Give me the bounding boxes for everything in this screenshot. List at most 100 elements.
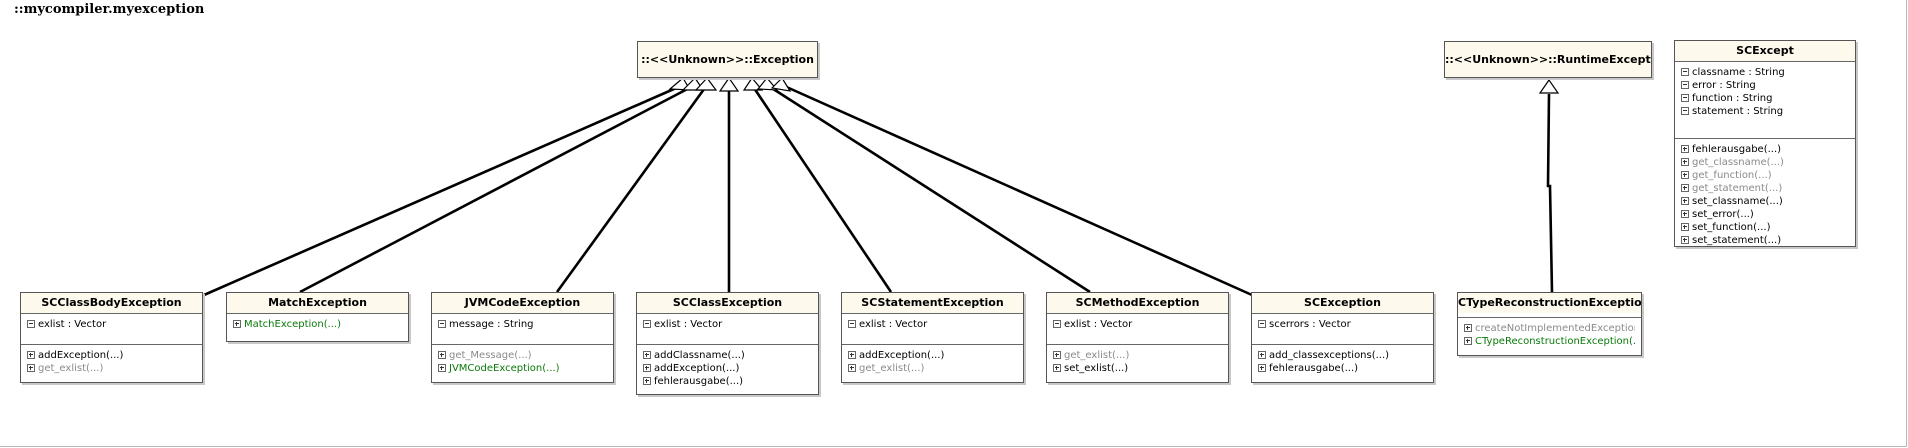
method-row: set_classname(...) [1681, 195, 1849, 208]
plus-toggle-icon[interactable] [1464, 324, 1472, 332]
plus-toggle-icon[interactable] [1681, 197, 1689, 205]
plus-toggle-icon[interactable] [848, 351, 856, 359]
plus-toggle-icon[interactable] [1681, 158, 1689, 166]
attributes-section: scerrors : Vector [1252, 313, 1433, 344]
method-row: get_classname(...) [1681, 156, 1849, 169]
minus-toggle-icon[interactable] [1681, 68, 1689, 76]
class-name: ::<<Unknown>>::RuntimeException [1445, 42, 1651, 77]
minus-toggle-icon[interactable] [1681, 94, 1689, 102]
plus-toggle-icon[interactable] [438, 351, 446, 359]
plus-toggle-icon[interactable] [1464, 337, 1472, 345]
method-row: MatchException(...) [233, 318, 402, 331]
plus-toggle-icon[interactable] [643, 351, 651, 359]
attributes-section: classname : String error : String functi… [1675, 61, 1855, 138]
class-name: SCException [1252, 293, 1433, 313]
plus-toggle-icon[interactable] [643, 364, 651, 372]
plus-toggle-icon[interactable] [1681, 171, 1689, 179]
attribute-row: exlist : Vector [848, 318, 1017, 331]
plus-toggle-icon[interactable] [1258, 364, 1266, 372]
method-row: fehlerausgabe(...) [1681, 143, 1849, 156]
class-scexception[interactable]: SCException scerrors : Vector add_classe… [1251, 292, 1434, 383]
attributes-section: exlist : Vector [1047, 313, 1228, 344]
attribute-row: error : String [1681, 79, 1849, 92]
plus-toggle-icon[interactable] [1258, 351, 1266, 359]
method-row: get_function(...) [1681, 169, 1849, 182]
method-row: fehlerausgabe(...) [1258, 362, 1427, 375]
plus-toggle-icon[interactable] [438, 364, 446, 372]
class-scexcept[interactable]: SCExcept classname : String error : Stri… [1674, 40, 1856, 247]
arrowhead-scexception [770, 77, 792, 92]
minus-toggle-icon[interactable] [643, 320, 651, 328]
class-exception[interactable]: ::<<Unknown>>::Exception [637, 41, 818, 78]
plus-toggle-icon[interactable] [1053, 351, 1061, 359]
attribute-row: statement : String [1681, 105, 1849, 118]
methods-section: createNotImplementedException(...) CType… [1458, 317, 1641, 352]
edge-scmethod-exception [766, 83, 1091, 294]
class-scclassexception[interactable]: SCClassException exlist : Vector addClas… [636, 292, 819, 395]
method-row: createNotImplementedException(...) [1464, 322, 1635, 335]
plus-toggle-icon[interactable] [1681, 145, 1689, 153]
arrowhead-scstatement [742, 76, 764, 91]
method-row: set_error(...) [1681, 208, 1849, 221]
plus-toggle-icon[interactable] [233, 320, 241, 328]
plus-toggle-icon[interactable] [1681, 210, 1689, 218]
class-name: SCStatementException [842, 293, 1023, 313]
method-row: get_exlist(...) [27, 362, 196, 375]
minus-toggle-icon[interactable] [27, 320, 35, 328]
class-scmethodexception[interactable]: SCMethodException exlist : Vector get_ex… [1046, 292, 1229, 383]
minus-toggle-icon[interactable] [438, 320, 446, 328]
class-name: SCClassException [637, 293, 818, 313]
minus-toggle-icon[interactable] [848, 320, 856, 328]
class-name: SCClassBodyException [21, 293, 202, 313]
methods-section: add_classexceptions(...) fehlerausgabe(.… [1252, 344, 1433, 379]
class-matchexception[interactable]: MatchException MatchException(...) [226, 292, 409, 342]
method-row: addException(...) [848, 349, 1017, 362]
class-scclassbodyexception[interactable]: SCClassBodyException exlist : Vector add… [20, 292, 203, 383]
plus-toggle-icon[interactable] [27, 364, 35, 372]
plus-toggle-icon[interactable] [1681, 223, 1689, 231]
attribute-row: exlist : Vector [1053, 318, 1222, 331]
class-name: ::<<Unknown>>::Exception [638, 42, 817, 77]
methods-section: get_Message(...) JVMCodeException(...) [432, 344, 613, 379]
arrowhead-jvmcode [694, 77, 718, 91]
edge-scclassbody-exception [203, 83, 684, 297]
class-name: SCExcept [1675, 41, 1855, 61]
plus-toggle-icon[interactable] [1681, 236, 1689, 244]
class-scstatementexception[interactable]: SCStatementException exlist : Vector add… [841, 292, 1024, 383]
edge-jvmcode-exception [555, 84, 709, 293]
arrowhead-scclass [718, 76, 740, 92]
plus-toggle-icon[interactable] [848, 364, 856, 372]
methods-section: addException(...) get_exlist(...) [21, 344, 202, 379]
method-row: CTypeReconstructionException(...) [1464, 335, 1635, 348]
attribute-row: classname : String [1681, 66, 1849, 79]
class-jvmcodeexception[interactable]: JVMCodeException message : String get_Me… [431, 292, 614, 383]
plus-toggle-icon[interactable] [1053, 364, 1061, 372]
minus-toggle-icon[interactable] [1053, 320, 1061, 328]
attribute-row: message : String [438, 318, 607, 331]
minus-toggle-icon[interactable] [1681, 107, 1689, 115]
edge-ctype-runtime [1546, 93, 1554, 293]
method-row: get_statement(...) [1681, 182, 1849, 195]
class-runtime-exception[interactable]: ::<<Unknown>>::RuntimeException [1444, 41, 1652, 78]
attributes-section: exlist : Vector [21, 313, 202, 344]
methods-section: MatchException(...) [227, 313, 408, 335]
plus-toggle-icon[interactable] [643, 377, 651, 385]
methods-section: get_exlist(...) set_exlist(...) [1047, 344, 1228, 379]
methods-section: addException(...) get_exlist(...) [842, 344, 1023, 379]
method-row: get_exlist(...) [848, 362, 1017, 375]
plus-toggle-icon[interactable] [1681, 184, 1689, 192]
edge-scexception-exception [781, 83, 1253, 297]
class-name: JVMCodeException [432, 293, 613, 313]
method-row: add_classexceptions(...) [1258, 349, 1427, 362]
minus-toggle-icon[interactable] [1681, 81, 1689, 89]
method-row: addException(...) [27, 349, 196, 362]
method-row: fehlerausgabe(...) [643, 375, 812, 388]
attributes-section: exlist : Vector [637, 313, 818, 344]
minus-toggle-icon[interactable] [1258, 320, 1266, 328]
method-row: set_function(...) [1681, 221, 1849, 234]
plus-toggle-icon[interactable] [27, 351, 35, 359]
method-row: set_statement(...) [1681, 234, 1849, 247]
class-ctypereconstructionexception[interactable]: CTypeReconstructionException createNotIm… [1457, 292, 1642, 356]
